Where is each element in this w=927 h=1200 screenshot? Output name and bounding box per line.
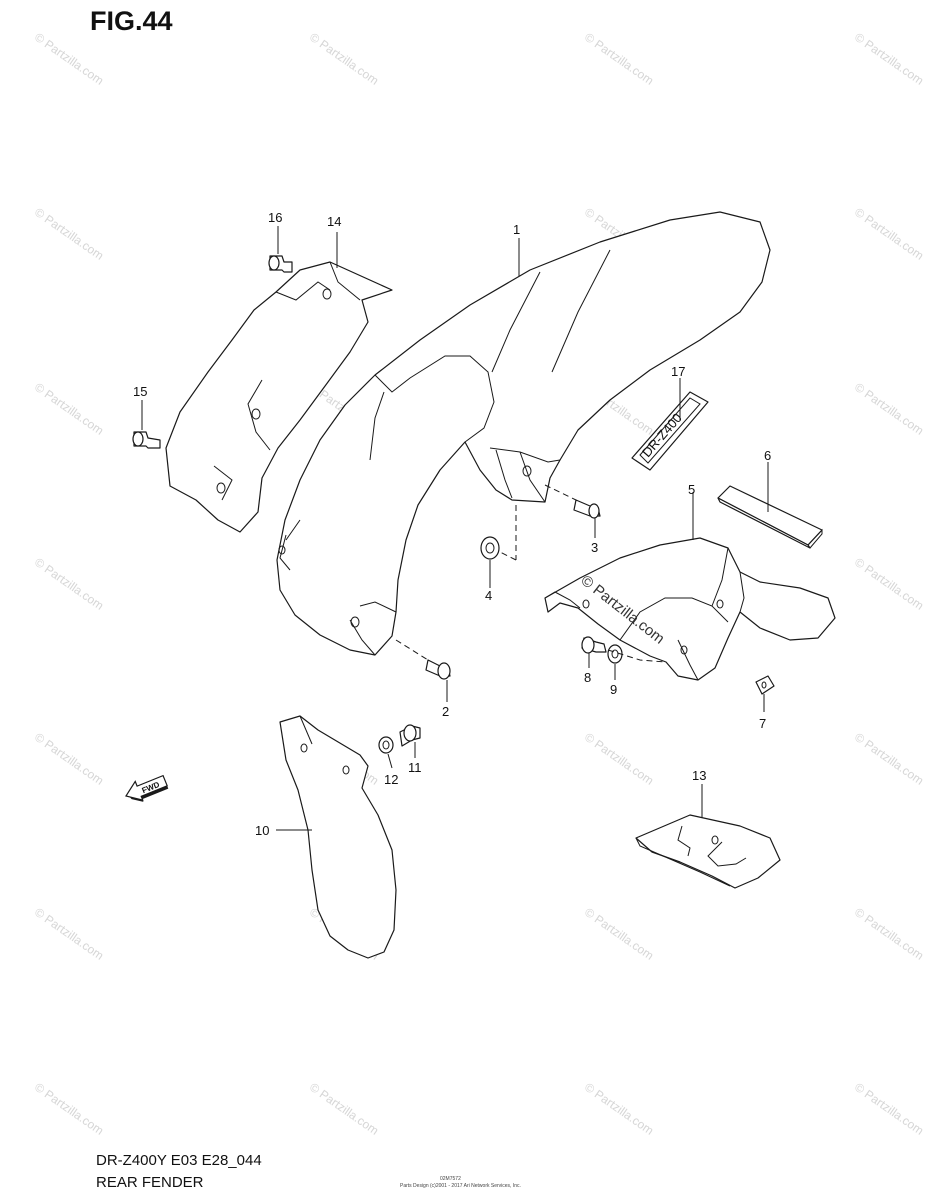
callout-11: 11 xyxy=(408,760,422,775)
fwd-arrow-icon: FWD xyxy=(125,774,169,802)
part-7-nut[interactable] xyxy=(755,675,775,695)
callout-17: 17 xyxy=(671,364,685,379)
part-14-side-guard[interactable] xyxy=(165,261,393,533)
callout-12: 12 xyxy=(384,772,398,787)
callout-3: 3 xyxy=(591,540,598,555)
callout-10: 10 xyxy=(255,823,269,838)
callout-1: 1 xyxy=(513,222,520,237)
part-4-collar[interactable] xyxy=(480,536,500,560)
figure-name: REAR FENDER xyxy=(96,1174,204,1191)
model-code: DR-Z400Y E03 E28_044 xyxy=(96,1152,262,1169)
callout-8: 8 xyxy=(584,670,591,685)
part-11-bolt[interactable] xyxy=(399,724,421,747)
part-2-bolt[interactable] xyxy=(425,659,451,680)
part-13-splash-pad[interactable] xyxy=(635,814,781,889)
part-1-rear-fender[interactable] xyxy=(276,211,771,656)
part-3-bolt[interactable] xyxy=(573,499,601,519)
part-17-decal[interactable]: DR-Z400 xyxy=(631,391,709,471)
callout-14: 14 xyxy=(327,214,341,229)
callout-4: 4 xyxy=(485,588,492,603)
small-code: 02M7572 xyxy=(440,1176,461,1182)
callout-5: 5 xyxy=(688,482,695,497)
copyright-text: Parts Design (c)2001 - 2017 Ari Network … xyxy=(400,1183,521,1189)
callout-9: 9 xyxy=(610,682,617,697)
callout-16: 16 xyxy=(268,210,282,225)
figure-title: FIG.44 xyxy=(90,6,173,36)
part-8-bolt[interactable] xyxy=(581,636,607,654)
part-10-mud-flap[interactable] xyxy=(279,715,397,959)
part-15-bolt[interactable] xyxy=(132,431,161,449)
callout-13: 13 xyxy=(692,768,706,783)
callout-6: 6 xyxy=(764,448,771,463)
part-16-bolt[interactable] xyxy=(268,255,293,273)
callout-15: 15 xyxy=(133,384,147,399)
callout-2: 2 xyxy=(442,704,449,719)
part-5-inner-fender[interactable] xyxy=(544,537,836,681)
part-12-washer[interactable] xyxy=(378,736,394,754)
part-6-foam-block[interactable] xyxy=(717,485,823,549)
callout-7: 7 xyxy=(759,716,766,731)
